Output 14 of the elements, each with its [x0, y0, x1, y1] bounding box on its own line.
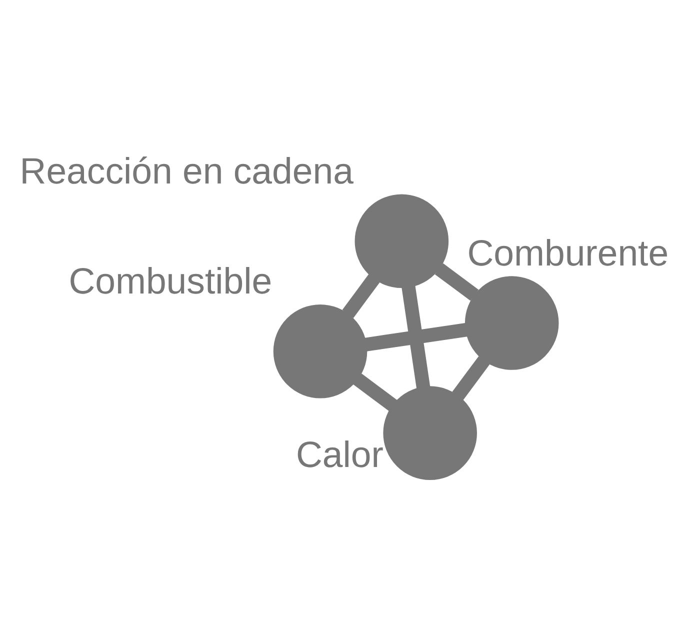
connector	[452, 356, 490, 400]
node-circle	[383, 386, 477, 480]
connector	[342, 274, 380, 318]
connector	[353, 374, 398, 411]
connector	[434, 263, 479, 301]
node-circle	[354, 194, 449, 288]
node-label: Combustible	[68, 260, 272, 302]
node-label: Reacción en cadena	[20, 150, 354, 192]
node-circle	[273, 304, 368, 398]
node-circle	[464, 276, 559, 370]
node-label: Calor	[296, 434, 384, 475]
node-label: Comburente	[467, 232, 669, 274]
connector	[402, 286, 430, 389]
connector	[364, 323, 468, 352]
